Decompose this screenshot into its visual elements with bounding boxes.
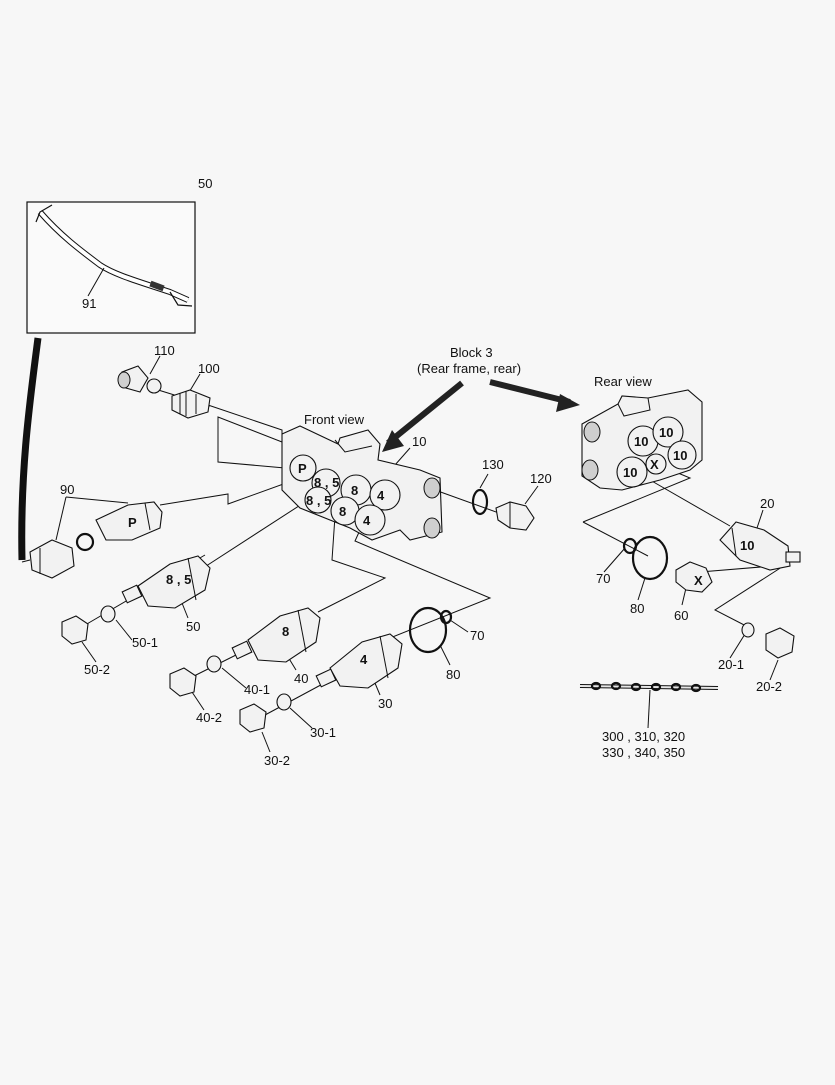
label-80-left: 80 [446, 667, 460, 682]
label-40-1: 40-1 [244, 682, 270, 697]
nut-50-2 [61, 615, 89, 645]
valve-cartridge-8: 8 [231, 607, 321, 663]
label-50-2: 50-2 [84, 662, 110, 677]
adapter-fitting-100 [171, 389, 211, 419]
front-port-4b: 4 [363, 513, 371, 528]
elbow-fitting-110 [117, 365, 162, 394]
label-50-top: 50 [198, 176, 212, 191]
sleeve-40-1 [206, 655, 222, 673]
rear-port-10c: 10 [623, 465, 637, 480]
label-kit-line1: 300 , 310, 320 [602, 729, 685, 744]
label-60: 60 [674, 608, 688, 623]
oring-80-right [631, 535, 669, 581]
cable-inset: 91 [26, 201, 196, 334]
nut-40-2 [169, 667, 197, 697]
valve-85-label: 8 , 5 [166, 572, 191, 587]
valve-cartridge-4: 4 [315, 633, 403, 689]
valve-cartridge-10: 10 [719, 521, 801, 571]
valve-10-label: 10 [740, 538, 754, 553]
plug-120 [495, 501, 535, 531]
rear-port-10d: 10 [673, 448, 687, 463]
rear-port-x: X [650, 457, 659, 472]
oring-130 [471, 488, 489, 516]
sleeve-20-1 [741, 622, 755, 638]
valve-cartridge-85: 8 , 5 [121, 555, 211, 609]
label-block-subtitle: (Rear frame, rear) [417, 361, 521, 376]
valve-p-label: P [128, 515, 137, 530]
sleeve-30-1 [276, 693, 292, 711]
front-port-4a: 4 [377, 488, 385, 503]
sleeve-50-1 [100, 605, 116, 623]
valve-4-label: 4 [360, 652, 368, 667]
label-30-1: 30-1 [310, 725, 336, 740]
label-130: 130 [482, 457, 504, 472]
nut-20-2 [765, 627, 795, 659]
front-port-85a: 8 , 5 [314, 475, 339, 490]
label-70-left: 70 [470, 628, 484, 643]
nut-30-2 [239, 703, 267, 733]
label-kit-line2: 330 , 340, 350 [602, 745, 685, 760]
sensor-cable [18, 337, 42, 561]
callout-arrows [382, 379, 580, 452]
front-port-8b: 8 [339, 504, 346, 519]
valve-cartridge-p: P [95, 501, 163, 541]
front-port-p: P [298, 461, 307, 476]
label-30: 30 [378, 696, 392, 711]
valve-8-label: 8 [282, 624, 289, 639]
seal-kit [579, 681, 719, 693]
front-valve-block: P 8 , 5 8 4 8 , 5 8 4 [281, 425, 443, 541]
label-70-right: 70 [596, 571, 610, 586]
rear-port-10b: 10 [659, 425, 673, 440]
label-80-right: 80 [630, 601, 644, 616]
rear-port-10a: 10 [634, 434, 648, 449]
oring-80-left [408, 606, 448, 654]
rear-valve-block: 10 10 10 X 10 [581, 389, 703, 491]
label-100: 100 [198, 361, 220, 376]
label-90: 90 [60, 482, 74, 497]
label-40: 40 [294, 671, 308, 686]
label-50-1: 50-1 [132, 635, 158, 650]
plug-x-label: X [694, 573, 703, 588]
label-110: 110 [154, 343, 175, 358]
sensor-90 [21, 532, 95, 579]
label-40-2: 40-2 [196, 710, 222, 725]
front-port-85b: 8 , 5 [306, 493, 331, 508]
label-20-1: 20-1 [718, 657, 744, 672]
label-20: 20 [760, 496, 774, 511]
label-front-view: Front view [304, 412, 365, 427]
label-20-2: 20-2 [756, 679, 782, 694]
label-120: 120 [530, 471, 552, 486]
oring-70-left [439, 609, 453, 625]
label-10-front: 10 [412, 434, 426, 449]
label-50: 50 [186, 619, 200, 634]
label-rear-view: Rear view [594, 374, 652, 389]
label-30-2: 30-2 [264, 753, 290, 768]
plug-60: X [675, 561, 713, 593]
label-block-title: Block 3 [450, 345, 493, 360]
label-91: 91 [82, 296, 96, 311]
front-port-8a: 8 [351, 483, 358, 498]
